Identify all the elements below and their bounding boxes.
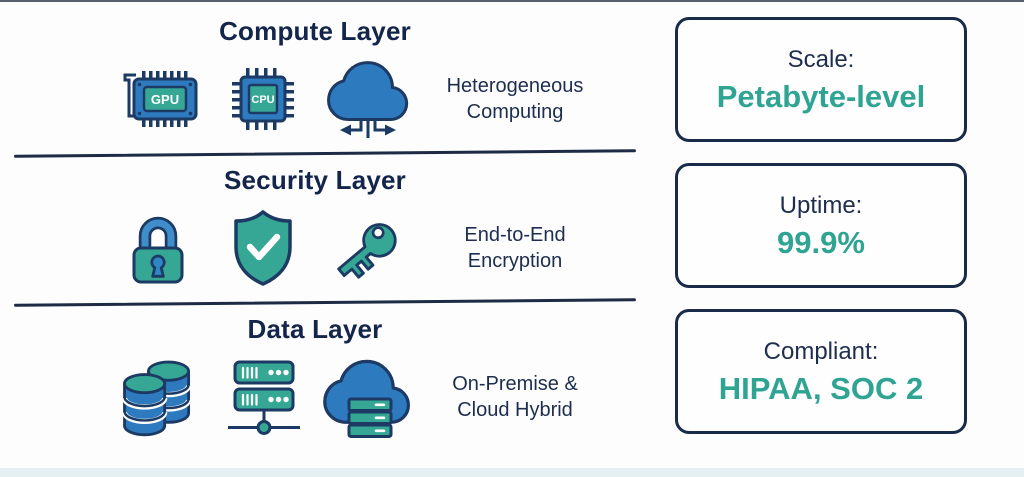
stats-column: Scale: Petabyte-level Uptime: 99.9% Comp… [660,0,1024,444]
lock-icon-slot [105,208,210,288]
server-rack-icon [227,360,300,435]
divider-line [13,149,637,158]
cloud-transfer-icon [326,61,408,138]
stat-value: HIPAA, SOC 2 [718,370,924,406]
compute-icon-row: GPU [0,52,660,146]
shield-check-icon-slot [210,208,315,288]
data-icon-row: On-Premise & Cloud Hybrid [0,350,660,444]
cloud-storage-icon-slot [315,353,420,441]
cpu-icon: CPU [231,68,294,130]
security-icon-row: End-to-End Encryption [0,201,660,295]
compute-layer-caption: Heterogeneous Computing [446,75,584,123]
top-edge-line [0,0,1024,2]
data-layer-caption: On-Premise & Cloud Hybrid [452,373,578,421]
stat-value: Petabyte-level [716,78,926,114]
stat-box-uptime: Uptime: 99.9% [675,163,967,288]
server-rack-icon-slot [210,356,315,438]
compute-layer-title: Compute Layer [219,16,411,46]
data-layer-title: Data Layer [247,314,383,344]
layer-section-data: Data Layer [0,314,660,444]
diagram: Compute Layer [0,0,1024,444]
gpu-icon-slot: GPU [105,66,210,132]
stat-label: Scale: [787,45,855,73]
security-layer-caption: End-to-End Encryption [464,224,566,272]
stat-box-compliance: Compliant: HIPAA, SOC 2 [675,309,967,434]
database-icon [121,360,191,437]
layer-section-security: Security Layer [0,165,660,295]
key-icon [336,223,397,279]
key-icon-slot [315,204,420,292]
layers-column: Compute Layer [0,16,660,444]
shield-check-icon [233,210,292,286]
stat-label: Compliant: [763,337,879,365]
gpu-icon-label: GPU [150,92,178,107]
stat-label: Uptime: [779,191,863,219]
security-layer-title: Security Layer [223,165,406,195]
cpu-icon-label: CPU [251,94,274,106]
lock-icon [132,216,183,284]
divider-line [13,298,637,307]
layer-section-compute: Compute Layer [0,16,660,146]
gpu-icon: GPU [123,71,197,127]
stat-value: 99.9% [777,224,865,260]
stat-box-scale: Scale: Petabyte-level [675,17,967,142]
cloud-transfer-icon-slot [315,56,420,142]
footer-strip [0,468,1024,477]
cpu-icon-slot: CPU [210,64,315,134]
database-icon-slot [105,353,210,441]
cloud-storage-icon [322,359,410,438]
